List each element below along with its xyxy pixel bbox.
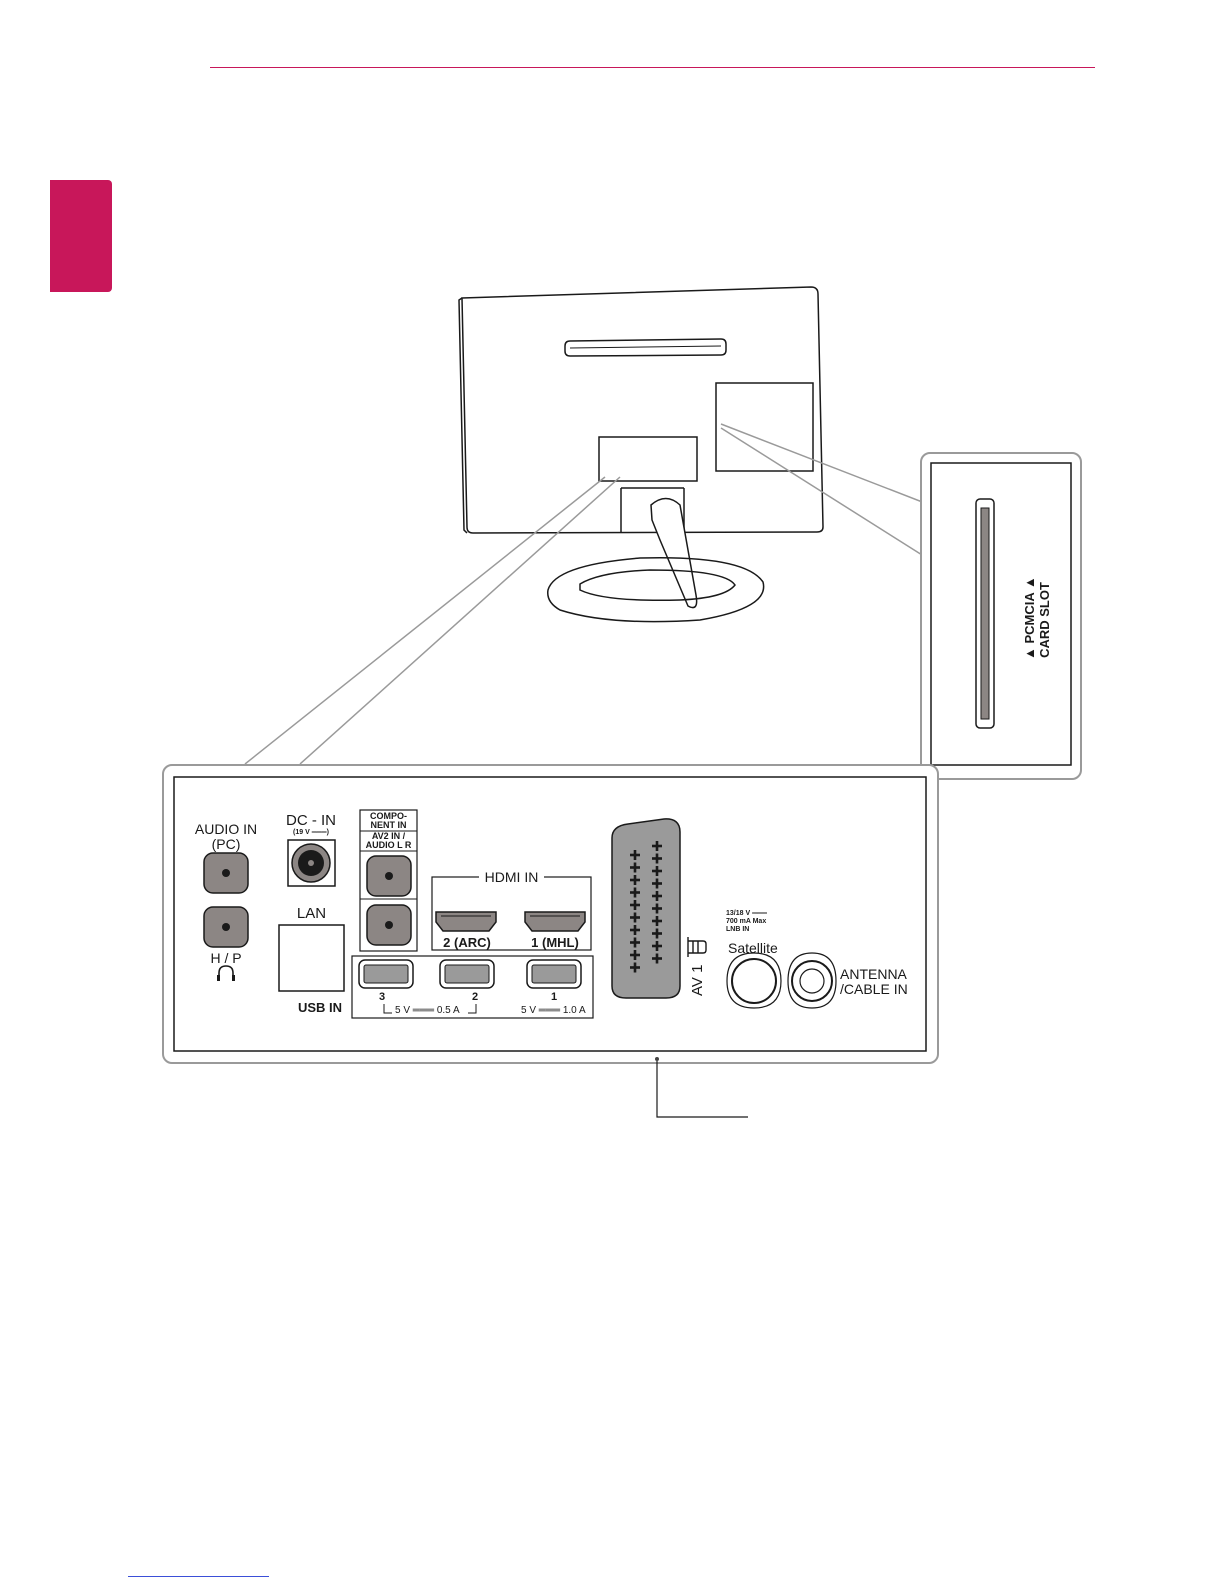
usb-in-label: USB IN bbox=[298, 1001, 342, 1014]
component-label: COMPO- NENT IN bbox=[360, 812, 417, 831]
hdmi-port-1-label: 1 (MHL) bbox=[523, 936, 587, 949]
satellite-label: Satellite bbox=[728, 941, 778, 955]
antenna-connector bbox=[788, 953, 836, 1008]
scart-pin-stem bbox=[656, 954, 659, 964]
scart-pin-stem bbox=[656, 879, 659, 889]
scart-pin-stem bbox=[634, 963, 637, 973]
pcmcia-card-slot-opening bbox=[981, 508, 989, 719]
satellite-spec-line2: 700 mA Max bbox=[726, 918, 767, 926]
satellite-spec: 13/18 V ═══ 700 mA Max LNB IN bbox=[726, 910, 767, 934]
scart-pin-stem bbox=[634, 888, 637, 898]
scart-pin-stem bbox=[656, 891, 659, 901]
audio-in-label: AUDIO IN (PC) bbox=[193, 822, 259, 851]
scart-pin-stem bbox=[656, 929, 659, 939]
scart-pin-stem bbox=[634, 925, 637, 935]
scart-pin-stem bbox=[656, 916, 659, 926]
lan-label: LAN bbox=[279, 906, 344, 921]
scart-pin-stem bbox=[634, 850, 637, 860]
footer-rule bbox=[128, 1576, 269, 1577]
usb-rating-shared: 5 V ═══ 0.5 A bbox=[395, 1006, 460, 1016]
component-label-line2: NENT IN bbox=[360, 821, 417, 830]
monitor-back-shell bbox=[462, 287, 823, 533]
scart-pin-stem bbox=[634, 863, 637, 873]
dc-in-label: DC - IN bbox=[278, 813, 344, 828]
dc-in-rating: (19 V ═══) bbox=[282, 829, 340, 836]
satellite-spec-line3: LNB IN bbox=[726, 926, 767, 934]
panel-leader-line-right bbox=[300, 477, 620, 764]
audio-in-jack bbox=[204, 853, 248, 893]
hdmi-title-wrap: HDMI IN bbox=[432, 870, 591, 884]
av2-label-line2: AUDIO L R bbox=[360, 841, 417, 850]
hdmi-port-1 bbox=[525, 912, 585, 931]
audio-in-label-line2: (PC) bbox=[193, 837, 259, 851]
usb-port-1-label: 1 bbox=[551, 992, 557, 1003]
antenna-label: ANTENNA /CABLE IN bbox=[840, 967, 908, 996]
scart-pin-stem bbox=[634, 938, 637, 948]
usb-rating-port1: 5 V ═══ 1.0 A bbox=[521, 1006, 586, 1016]
scart-pin-stem bbox=[634, 913, 637, 923]
scart-pin-stem bbox=[656, 854, 659, 864]
scart-pin-stem bbox=[656, 904, 659, 914]
headphone-jack bbox=[204, 907, 248, 947]
pcmcia-label: ▲ PCMCIA ▲ CARD SLOT bbox=[1023, 580, 1051, 660]
hdmi-title: HDMI IN bbox=[479, 869, 545, 885]
scart-pin-stem bbox=[634, 950, 637, 960]
hdmi-port-2 bbox=[436, 912, 496, 931]
av1-label: AV 1 bbox=[690, 965, 705, 996]
scart-pin-stem bbox=[634, 875, 637, 885]
pcmcia-label-line2: CARD SLOT bbox=[1038, 580, 1051, 660]
pcmcia-label-line1: ▲ PCMCIA ▲ bbox=[1023, 580, 1036, 660]
dc-in-jack bbox=[288, 840, 335, 886]
lan-port bbox=[279, 925, 344, 991]
antenna-label-line2: /CABLE IN bbox=[840, 982, 908, 996]
antenna-label-line1: ANTENNA bbox=[840, 967, 908, 981]
scart-connector bbox=[612, 819, 680, 998]
audio-in-label-line1: AUDIO IN bbox=[193, 822, 259, 836]
av2-label: AV2 IN / AUDIO L R bbox=[360, 832, 417, 851]
usb-port-3-label: 3 bbox=[379, 992, 385, 1003]
stand-base-inner bbox=[580, 570, 735, 600]
hdmi-port-2-label: 2 (ARC) bbox=[436, 936, 498, 949]
panel-pointer-line bbox=[657, 1061, 748, 1117]
panel-leader-line-left bbox=[245, 477, 605, 764]
panel-pointer-dot bbox=[655, 1057, 659, 1061]
scart-pin-stem bbox=[656, 941, 659, 951]
scart-pin-stem bbox=[656, 841, 659, 851]
satellite-spec-line1: 13/18 V ═══ bbox=[726, 910, 767, 918]
satellite-connector bbox=[727, 953, 781, 1008]
scart-pin-stem bbox=[656, 866, 659, 876]
scart-pin-stem bbox=[634, 900, 637, 910]
headphone-label: H / P bbox=[198, 951, 254, 965]
rear-panel-callout bbox=[163, 477, 938, 1117]
usb-port-2-label: 2 bbox=[472, 992, 478, 1003]
